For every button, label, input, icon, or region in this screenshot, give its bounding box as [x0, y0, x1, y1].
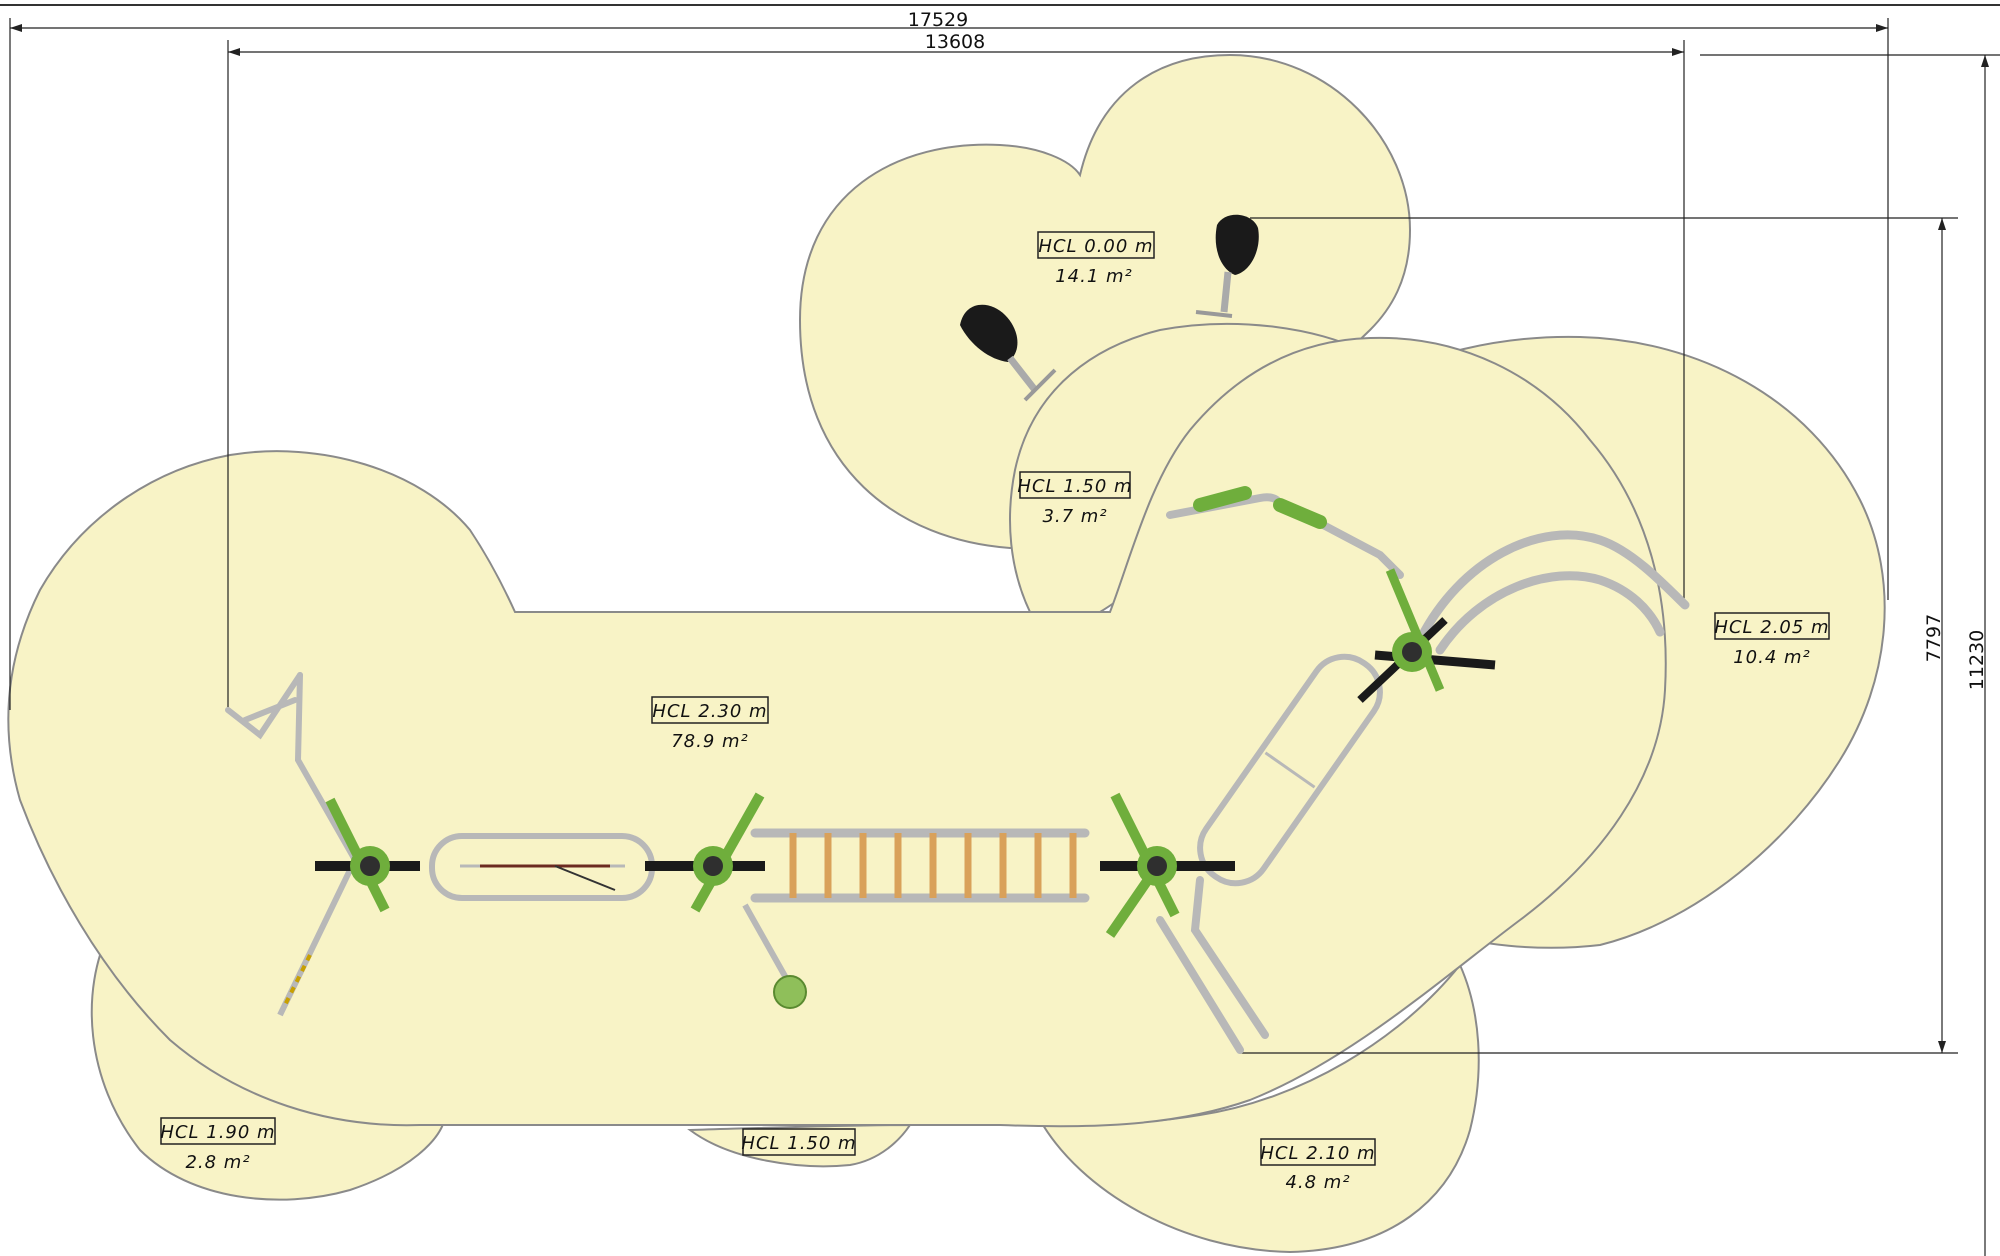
- hub-3: [1100, 792, 1235, 938]
- label-box-main: [651, 696, 769, 724]
- hcl-label-right: HCL 2.05 m: [1714, 617, 1829, 638]
- rope-left: [277, 868, 353, 1017]
- dimension-arrows: [10, 24, 1989, 1053]
- label-box-bottom-right: [1260, 1138, 1376, 1166]
- hcl-label-small-upper: HCL 1.50 m: [1017, 476, 1132, 497]
- hub-4: [1357, 568, 1496, 703]
- hcl-label-bottom-center: HCL 1.50 m: [741, 1133, 856, 1154]
- dim-overall-height: 11230: [1966, 630, 1988, 690]
- area-label-right: 10.4 m²: [1733, 647, 1811, 668]
- seesaw-seat-right: [1195, 214, 1259, 318]
- net-bridge-diagonal: [1197, 653, 1383, 887]
- a-frame: [225, 672, 358, 863]
- label-box-small-upper: [1019, 471, 1131, 499]
- area-label-main: 78.9 m²: [671, 731, 749, 752]
- hub-1: [315, 797, 420, 913]
- area-label-seesaw: 14.1 m²: [1055, 266, 1133, 287]
- hcl-label-main: HCL 2.30 m: [652, 701, 767, 722]
- area-label-bottom-right: 4.8 m²: [1285, 1172, 1350, 1193]
- zone-bottom-right: [1038, 963, 1480, 1254]
- label-box-right: [1714, 612, 1830, 640]
- ladder: [750, 828, 1090, 903]
- bottom-rails: [1156, 876, 1269, 1054]
- curved-rails: [1415, 530, 1690, 655]
- area-label-bottom-left: 2.8 m²: [185, 1152, 250, 1173]
- handle-bar: [1166, 486, 1404, 579]
- dim-inner-height: 7797: [1923, 614, 1945, 662]
- label-box-bottom-left: [160, 1117, 276, 1145]
- zone-labels: HCL 0.00 m 14.1 m² HCL 1.50 m 3.7 m² HCL…: [160, 231, 1830, 1193]
- label-box-seesaw: [1037, 231, 1155, 259]
- label-box-bottom-center: [742, 1128, 856, 1156]
- equipment: [225, 214, 1690, 1054]
- hcl-label-bottom-left: HCL 1.90 m: [160, 1122, 275, 1143]
- area-label-small-upper: 3.7 m²: [1042, 506, 1107, 527]
- hcl-label-bottom-right: HCL 2.10 m: [1260, 1143, 1375, 1164]
- hcl-label-seesaw: HCL 0.00 m: [1038, 236, 1153, 257]
- safety-zones: [7, 53, 1886, 1254]
- dim-overall-width: 17529: [908, 9, 968, 31]
- dimension-lines: [9, 18, 2000, 1256]
- zone-main: [7, 336, 1667, 1128]
- dim-inner-width: 13608: [925, 31, 985, 53]
- seesaw-seat-left: [960, 304, 1057, 402]
- hub-2: [645, 792, 807, 1009]
